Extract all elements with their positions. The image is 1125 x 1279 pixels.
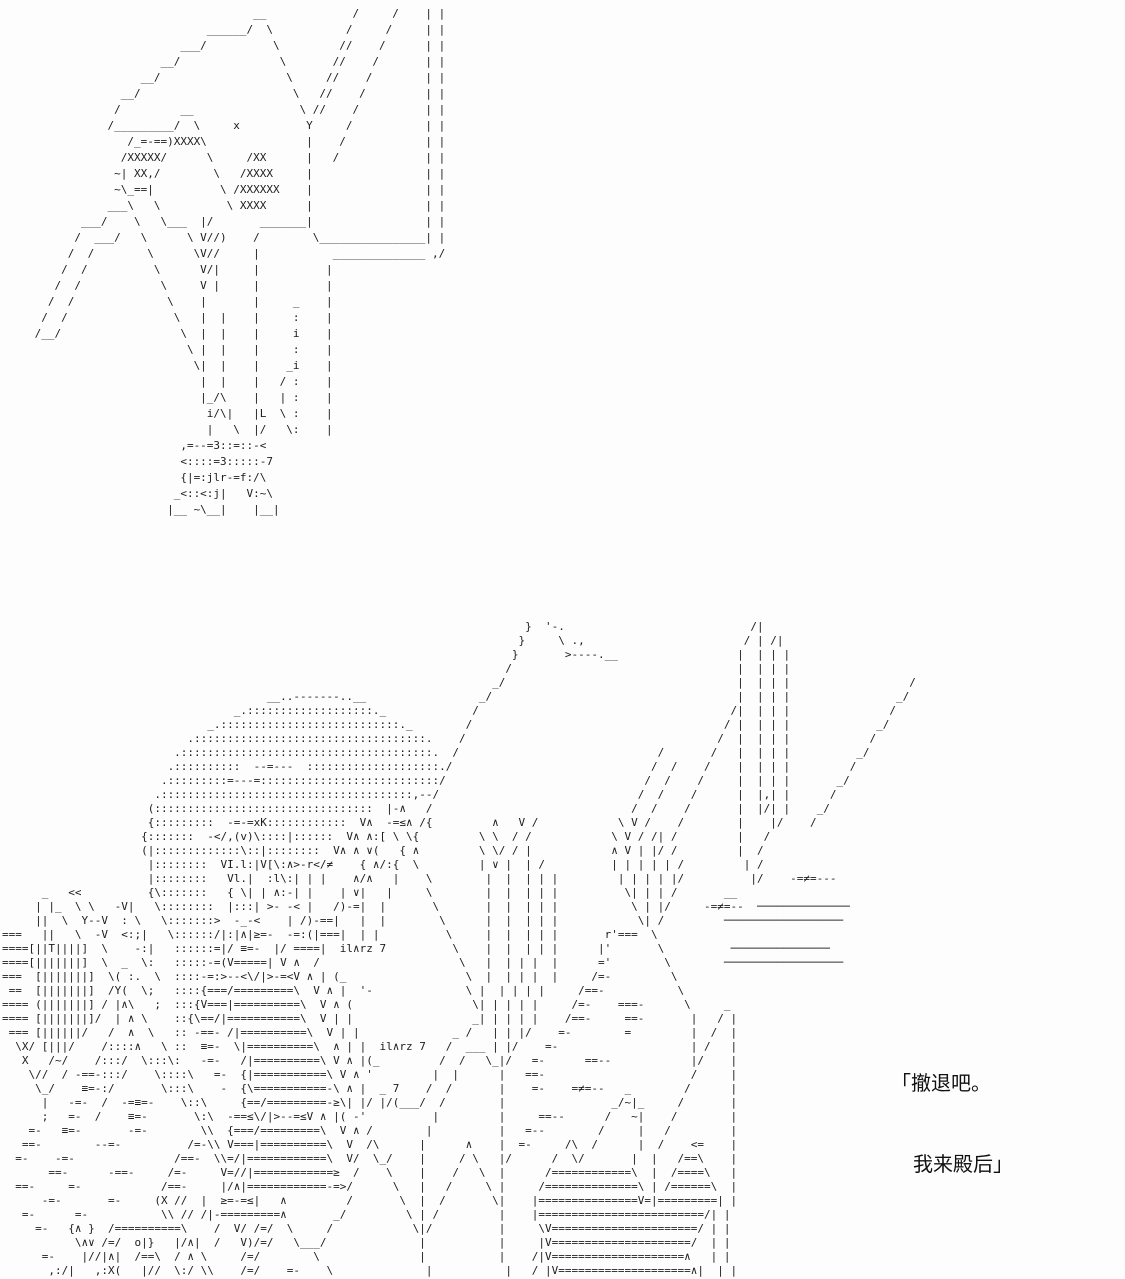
ascii-art-bottom-panel: } '-. /| } \ ., / | /| — [2, 620, 916, 1277]
ascii-art-top-panel: __ / / | | ______/ \ / / | | ___/ \ // /… — [34, 7, 446, 516]
dialogue-text: 「撤退吧。 我来殿后」 — [891, 1016, 1013, 1232]
dialogue-line-2: 我来殿后」 — [913, 1152, 1013, 1176]
dialogue-line-1: 「撤退吧。 — [891, 1071, 991, 1095]
